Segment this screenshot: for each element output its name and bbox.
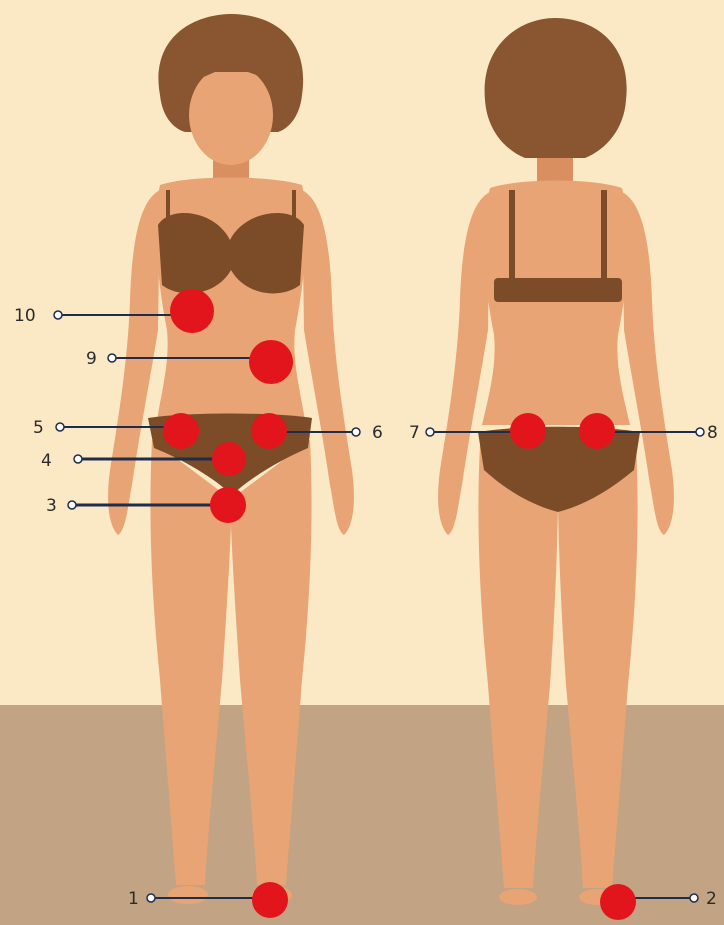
- marker-9: [249, 340, 293, 384]
- marker-label-1: 1: [128, 889, 139, 909]
- marker-label-7: 7: [409, 423, 420, 443]
- marker-label-4: 4: [41, 451, 52, 471]
- marker-3: [210, 487, 246, 523]
- marker-7: [510, 413, 546, 449]
- marker-label-6: 6: [372, 423, 383, 443]
- marker-label-8: 8: [707, 423, 718, 443]
- marker-1: [252, 882, 288, 918]
- marker-4: [212, 442, 246, 476]
- marker-6: [251, 413, 287, 449]
- marker-label-3: 3: [46, 496, 57, 516]
- marker-8: [579, 413, 615, 449]
- marker-label-9: 9: [86, 349, 97, 369]
- marker-label-5: 5: [33, 418, 44, 438]
- marker-5: [163, 413, 199, 449]
- marker-label-2: 2: [706, 889, 717, 909]
- marker-10: [170, 289, 214, 333]
- marker-2: [600, 884, 636, 920]
- marker-label-10: 10: [14, 306, 36, 326]
